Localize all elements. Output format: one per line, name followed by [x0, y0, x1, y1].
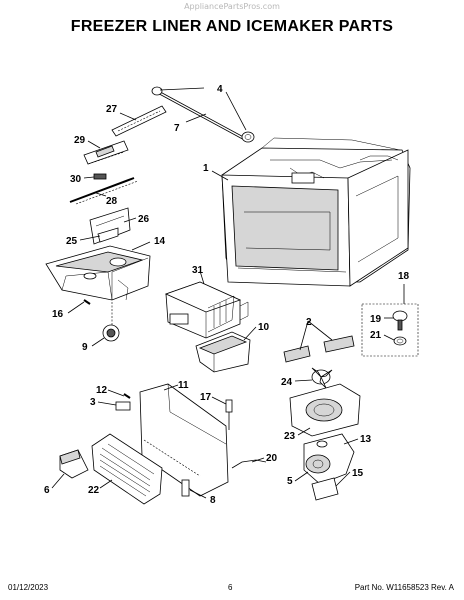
part-28-strip	[69, 177, 139, 205]
callout-3: 3	[90, 397, 96, 408]
part-19-grommet	[392, 310, 408, 331]
callout-14: 14	[154, 236, 166, 247]
footer-page-number: 6	[228, 583, 233, 592]
callout-4: 4	[217, 84, 223, 95]
part-15-mount	[311, 477, 339, 501]
part-2-pads	[283, 335, 355, 363]
callout-31: 31	[192, 265, 204, 276]
part-23-fan-housing	[289, 383, 361, 437]
callout-2: 2	[306, 317, 312, 328]
part-16-screw	[83, 299, 91, 305]
part-8-sensor	[181, 479, 190, 497]
callout-5: 5	[287, 476, 293, 487]
part-21-nut	[393, 336, 407, 346]
callout-30: 30	[70, 174, 82, 185]
callout-16: 16	[52, 309, 64, 320]
part-5-motor	[305, 454, 331, 474]
part-27-strip	[111, 105, 167, 137]
callout-25: 25	[66, 236, 78, 247]
callout-17: 17	[200, 392, 212, 403]
callout-18: 18	[398, 271, 410, 282]
callout-9: 9	[82, 342, 88, 353]
callout-11: 11	[178, 380, 189, 391]
part-24-fan	[311, 367, 333, 389]
callout-labels: 1 2 3 4 5 6 7 8 9 10 11 12 13 14 15 16 1…	[44, 84, 410, 506]
callout-8: 8	[210, 495, 216, 506]
part-29-bracket	[83, 140, 129, 165]
callout-29: 29	[74, 135, 86, 146]
callout-13: 13	[360, 434, 372, 445]
callout-19: 19	[370, 314, 382, 325]
part-14-housing	[45, 245, 151, 301]
callout-1: 1	[203, 163, 209, 174]
part-12-screw	[123, 393, 131, 399]
footer-date: 01/12/2023	[8, 583, 49, 592]
callout-10: 10	[258, 322, 270, 333]
part-22-grille	[91, 433, 163, 505]
part-17-clip	[225, 399, 233, 430]
callout-12: 12	[96, 385, 108, 396]
callout-22: 22	[88, 485, 100, 496]
page-title: FREEZER LINER AND ICEMAKER PARTS	[70, 18, 394, 35]
callout-21: 21	[370, 330, 382, 341]
part-31-icemaker	[164, 281, 249, 339]
part-7-auger-rod	[151, 86, 255, 143]
footer-part-number: Part No. W11658523 Rev. A	[354, 583, 454, 592]
callout-28: 28	[106, 196, 118, 207]
part-30-clip	[93, 173, 107, 180]
callout-27: 27	[106, 104, 118, 115]
leader-lines	[51, 87, 405, 499]
callout-26: 26	[138, 214, 150, 225]
part-20-wire	[231, 459, 267, 469]
part-10-ice-bin	[195, 331, 251, 373]
part-6-damper	[59, 449, 89, 479]
part-25-tab	[97, 227, 119, 243]
part-3-retainer	[115, 401, 131, 411]
callout-24: 24	[281, 377, 293, 388]
callout-20: 20	[266, 453, 278, 464]
callout-6: 6	[44, 485, 50, 496]
part-1-freezer-liner	[221, 137, 411, 287]
part-9-gear	[102, 302, 120, 342]
callout-23: 23	[284, 431, 296, 442]
watermark: AppliancePartsPros.com	[184, 2, 280, 11]
callout-15: 15	[352, 468, 364, 479]
callout-7: 7	[174, 123, 180, 134]
part-18-kit	[361, 303, 419, 357]
